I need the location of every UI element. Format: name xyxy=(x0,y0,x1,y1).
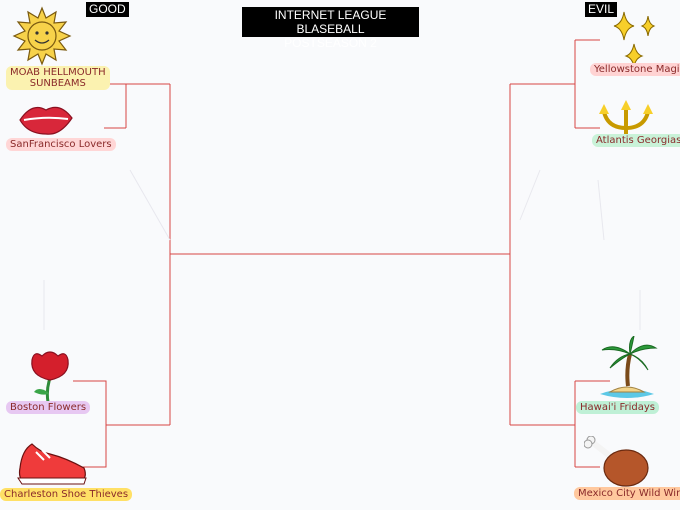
conference-label-evil: EVIL xyxy=(585,2,618,17)
team-label-wild-wings[interactable]: Mexico City Wild Wings xyxy=(574,487,680,500)
conference-label-good: GOOD xyxy=(86,2,129,17)
sneaker-icon xyxy=(17,443,87,485)
bracket-line-left-upper xyxy=(104,83,170,129)
team-label-sunbeams[interactable]: MOAB HELLMOUTH SUNBEAMS xyxy=(6,66,110,90)
team-label-sunbeams-line1: MOAB HELLMOUTH xyxy=(10,67,106,78)
trident-icon xyxy=(599,100,653,136)
team-label-shoe-thieves[interactable]: Charleston Shoe Thieves xyxy=(0,488,133,501)
bracket-title: INTERNET LEAGUE BLASEBALL POSTSEASON 2 xyxy=(242,7,419,50)
sun-icon xyxy=(12,6,72,66)
drumstick-icon xyxy=(584,436,649,487)
lips-icon xyxy=(19,106,73,135)
palm-island-icon xyxy=(600,336,658,398)
bracket-line-left-lower xyxy=(73,380,170,468)
team-label-fridays[interactable]: Hawai'i Fridays xyxy=(576,401,659,414)
title-line-1: INTERNET LEAGUE BLASEBALL xyxy=(274,8,387,36)
team-label-sunbeams-line2: SUNBEAMS xyxy=(29,78,86,89)
bracket-line-right-upper xyxy=(510,39,600,129)
title-line-2: POSTSEASON 2 xyxy=(284,36,377,50)
team-label-georgias[interactable]: Atlantis Georgias xyxy=(592,134,680,147)
bracket-line-right-lower xyxy=(510,380,610,468)
rose-icon xyxy=(31,351,69,403)
team-label-flowers[interactable]: Boston Flowers xyxy=(6,401,91,414)
team-label-lovers[interactable]: SanFrancisco Lovers xyxy=(6,138,116,151)
sparkles-icon xyxy=(613,11,656,66)
team-label-magic[interactable]: Yellowstone Magic xyxy=(590,63,680,76)
